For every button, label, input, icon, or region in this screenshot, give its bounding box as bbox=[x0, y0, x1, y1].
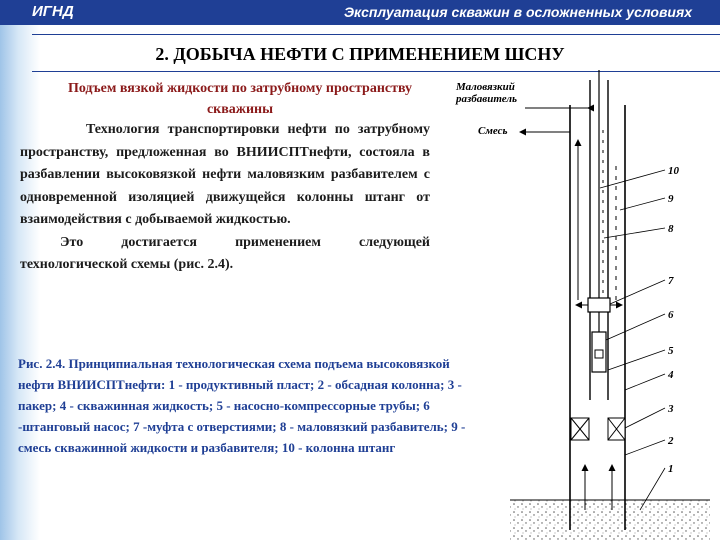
title-divider bbox=[32, 71, 720, 72]
label-diluent-line2: разбавитель bbox=[455, 93, 517, 105]
header-org: ИГНД bbox=[32, 3, 74, 20]
coupling-with-holes bbox=[587, 297, 611, 313]
paragraph-1: Технология транспортировки нефти по затр… bbox=[20, 122, 430, 227]
label-diluent-line1: Маловязкий bbox=[455, 81, 515, 93]
callout-6: 6 bbox=[668, 309, 674, 321]
section-title: 2. ДОБЫЧА НЕФТИ С ПРИМЕНЕНИЕМ ШСНУ bbox=[155, 44, 565, 64]
callout-leaders bbox=[599, 169, 666, 511]
label-mixture: Смесь bbox=[478, 125, 508, 137]
callout-2: 2 bbox=[667, 435, 674, 447]
callout-numbers: 10 9 8 7 6 5 4 3 2 1 bbox=[667, 165, 680, 475]
body-text: Технология транспортировки нефти по затр… bbox=[20, 119, 430, 277]
header-bar: ИГНД Эксплуатация скважин в осложненных … bbox=[0, 0, 720, 25]
figure-caption: Рис. 2.4. Принципиальная технологическая… bbox=[18, 356, 466, 455]
header-course-title: Эксплуатация скважин в осложненных услов… bbox=[343, 4, 692, 20]
decorative-gradient-strip bbox=[0, 0, 40, 540]
pump-valve bbox=[594, 349, 604, 359]
productive-formation bbox=[510, 500, 710, 540]
subtitle: Подъем вязкой жидкости по затрубному про… bbox=[67, 81, 413, 117]
callout-1: 1 bbox=[668, 463, 674, 475]
callout-7: 7 bbox=[668, 275, 674, 287]
top-divider bbox=[32, 34, 720, 35]
callout-8: 8 bbox=[668, 223, 674, 235]
callout-4: 4 bbox=[667, 369, 674, 381]
paragraph-2: Это достигается применением следующей те… bbox=[20, 234, 430, 273]
callout-3: 3 bbox=[667, 403, 674, 415]
callout-5: 5 bbox=[668, 345, 674, 357]
callout-10: 10 bbox=[668, 165, 680, 177]
callout-9: 9 bbox=[668, 193, 674, 205]
well-schematic-diagram: Маловязкий разбавитель Смесь 10 9 8 7 6 … bbox=[455, 70, 710, 540]
